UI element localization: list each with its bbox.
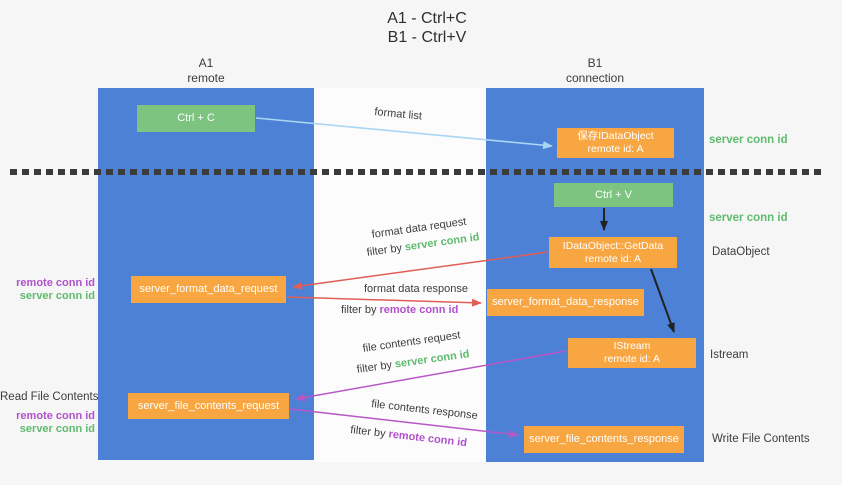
column-header-b1: B1 connection — [486, 56, 704, 86]
column-a1-role: remote — [187, 71, 225, 85]
node-server-file-contents-request: server_file_contents_request — [128, 393, 289, 419]
node-server-format-data-request-label: server_format_data_request — [139, 283, 278, 295]
column-a1-id: A1 — [198, 56, 214, 70]
right-label-istream: Istream — [710, 349, 749, 361]
node-server-file-contents-response-label: server_file_contents_response — [529, 433, 679, 445]
node-server-file-contents-response: server_file_contents_response — [524, 426, 684, 453]
column-header-a1: A1 remote — [98, 56, 314, 86]
node-ctrl-c: Ctrl + C — [137, 105, 255, 132]
node-istream-line2: remote id: A — [603, 353, 661, 365]
left-label-server-conn-id-1: server conn id — [19, 290, 95, 302]
right-label-write-file-contents: Write File Contents — [712, 433, 810, 445]
left-label-read-file-contents: Read File Contents — [0, 391, 99, 403]
node-server-format-data-response: server_format_data_response — [487, 289, 644, 316]
right-label-server-conn-id-2: server conn id — [709, 212, 788, 224]
node-idataobject-getdata: IDataObject::GetData remote id: A — [549, 237, 677, 268]
filter-by-text: filter by — [341, 304, 377, 316]
node-ctrl-c-label: Ctrl + C — [177, 112, 215, 124]
node-server-file-contents-request-label: server_file_contents_request — [137, 399, 280, 412]
node-idataobject-getdata-line2: remote id: A — [584, 252, 642, 265]
node-server-format-data-request: server_format_data_request — [131, 276, 286, 303]
node-save-idataobject-line1: 保存IDataObject — [577, 130, 654, 142]
node-save-idataobject-line2: remote id: A — [587, 143, 644, 155]
diagram-title: A1 - Ctrl+C B1 - Ctrl+V — [247, 9, 607, 47]
title-line-1: A1 - Ctrl+C — [387, 10, 467, 27]
filter-by-text: filter by — [349, 424, 387, 440]
arrow-label-format-data-response: format data response — [364, 283, 468, 295]
node-server-format-data-response-label: server_format_data_response — [492, 296, 639, 308]
session-divider-dotted-line — [10, 169, 824, 175]
node-idataobject-getdata-line1: IDataObject::GetData — [562, 239, 664, 252]
left-label-remote-conn-id-2: remote conn id — [16, 410, 95, 422]
right-label-dataobject: DataObject — [712, 246, 770, 258]
left-label-server-conn-id-2: server conn id — [19, 423, 95, 435]
remote-conn-id-text: remote conn id — [379, 304, 459, 316]
node-save-idataobject: 保存IDataObject remote id: A — [557, 128, 674, 158]
node-istream-line1: IStream — [613, 340, 651, 352]
column-b1-role: connection — [565, 71, 625, 85]
right-label-server-conn-id-1: server conn id — [709, 134, 788, 146]
title-line-2: B1 - Ctrl+V — [387, 29, 467, 46]
node-istream: IStream remote id: A — [568, 338, 696, 368]
column-b1-id: B1 — [587, 56, 603, 70]
node-ctrl-v-label: Ctrl + V — [595, 188, 632, 201]
left-label-remote-conn-id-1: remote conn id — [16, 277, 95, 289]
node-ctrl-v: Ctrl + V — [554, 183, 673, 207]
